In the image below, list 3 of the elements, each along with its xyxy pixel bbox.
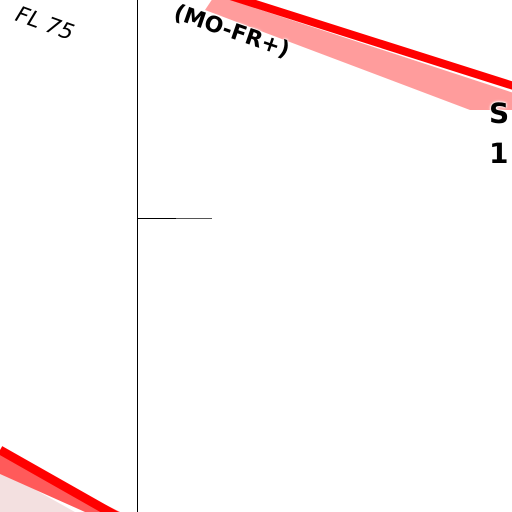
map-label: 1 (489, 140, 508, 168)
map-label: FL 75 (12, 4, 76, 46)
map-label: S (489, 100, 510, 128)
